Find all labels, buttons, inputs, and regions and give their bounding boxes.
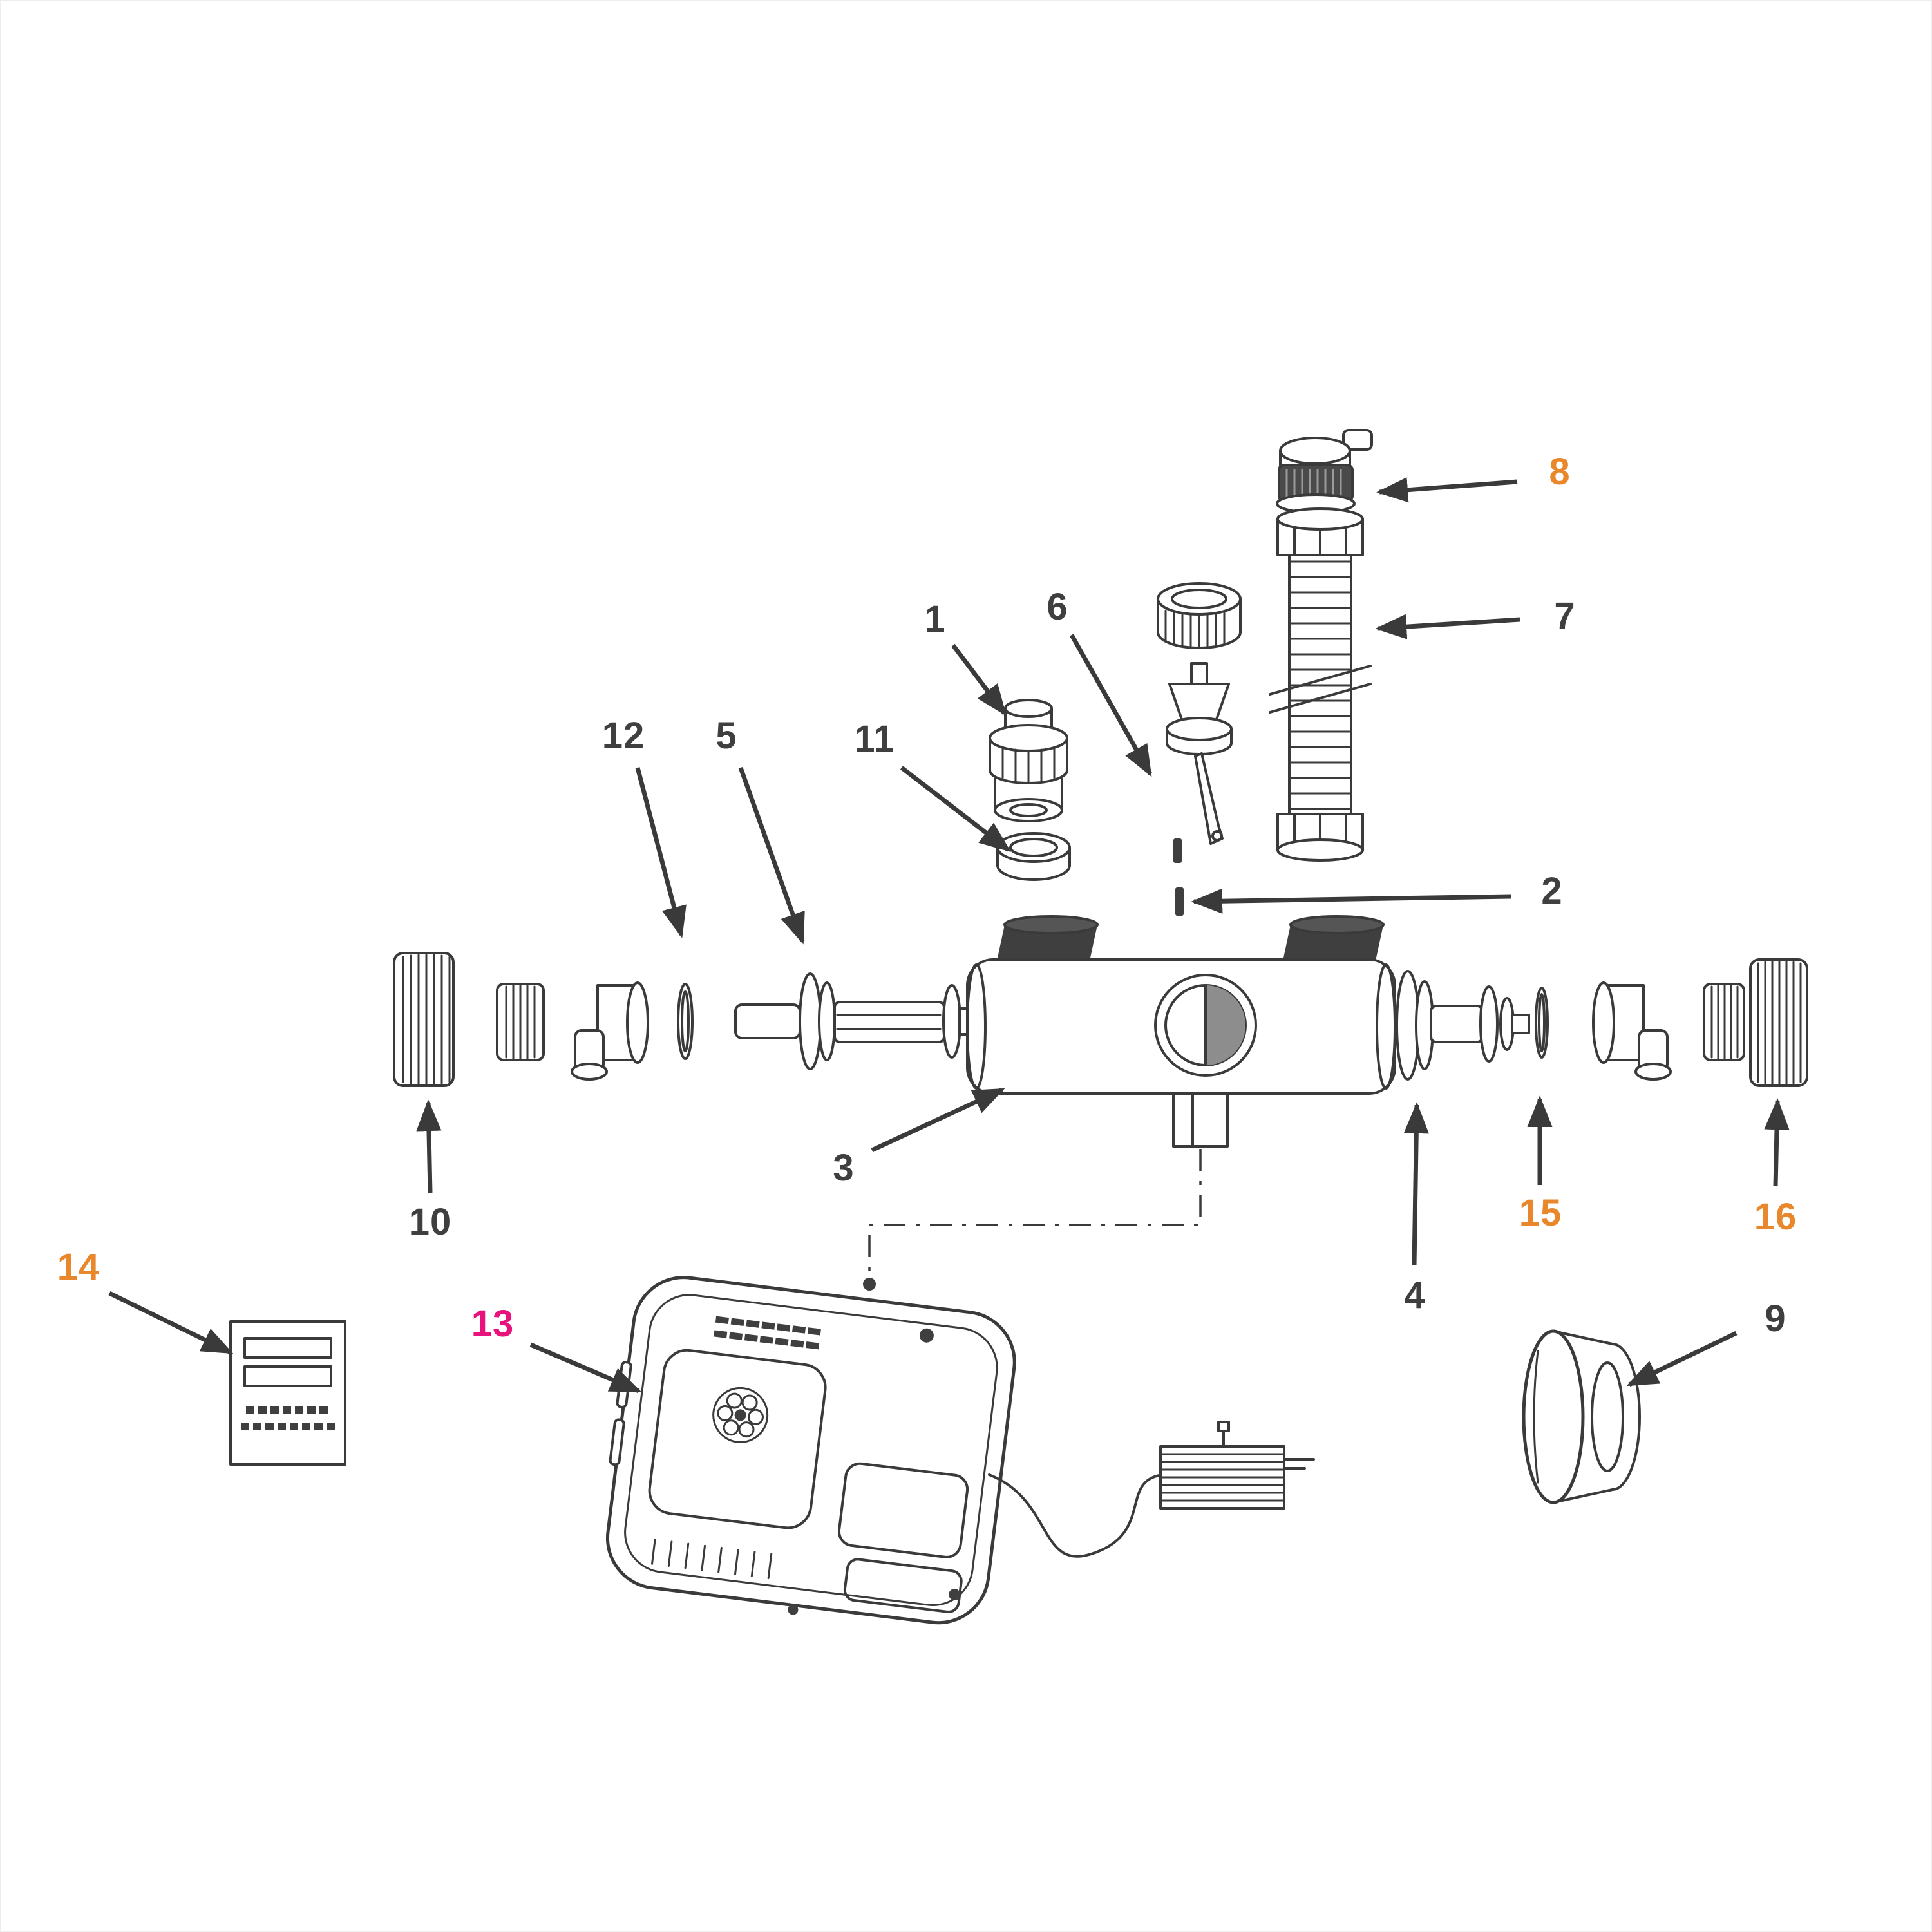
part-10-knob xyxy=(393,952,455,1087)
part-5-piston-shaft xyxy=(734,972,987,1070)
callout-10: 10 xyxy=(408,1201,452,1243)
part-11-ring xyxy=(996,832,1071,881)
callout-4: 4 xyxy=(1404,1274,1426,1316)
callout-arrows xyxy=(108,477,1790,1394)
power-transformer xyxy=(1159,1421,1315,1510)
part-9-nut xyxy=(1522,1329,1641,1504)
right-elbow-fitting xyxy=(1592,981,1672,1081)
part-8-union-fitting xyxy=(1276,429,1373,514)
part-16-knob xyxy=(1749,958,1808,1087)
part-2-pins xyxy=(1173,838,1184,916)
part-14-keypad xyxy=(229,1320,346,1466)
part-3-valve-body xyxy=(966,915,1396,1148)
callout-1: 1 xyxy=(924,598,946,640)
part-13-control-unit xyxy=(605,1276,1315,1625)
part-12-seal-ring xyxy=(677,983,694,1060)
callout-2: 2 xyxy=(1541,870,1563,912)
callout-14: 14 xyxy=(57,1246,100,1288)
callout-15: 15 xyxy=(1519,1192,1562,1234)
callout-13: 13 xyxy=(471,1303,515,1345)
part-15-seal-ring xyxy=(1535,987,1549,1059)
callout-16: 16 xyxy=(1754,1196,1797,1238)
callout-12: 12 xyxy=(601,715,645,757)
right-ribbed-ring xyxy=(1703,983,1745,1061)
assembly-connector-line xyxy=(863,1149,1202,1291)
part-1-fitting xyxy=(989,699,1068,822)
callout-11: 11 xyxy=(854,718,895,760)
callout-8: 8 xyxy=(1549,451,1571,493)
callout-7: 7 xyxy=(1554,595,1576,637)
part-4-piston-assembly xyxy=(1396,970,1530,1081)
callout-6: 6 xyxy=(1046,586,1068,628)
part-6-cap xyxy=(1157,582,1242,649)
callout-9: 9 xyxy=(1765,1298,1786,1340)
part-6-injector xyxy=(1166,662,1233,845)
callout-3: 3 xyxy=(833,1147,855,1189)
callout-5: 5 xyxy=(715,715,737,757)
left-ribbed-ring xyxy=(496,983,545,1061)
part-7-corrugated-hose xyxy=(1269,507,1372,862)
left-elbow-fitting xyxy=(571,981,649,1081)
